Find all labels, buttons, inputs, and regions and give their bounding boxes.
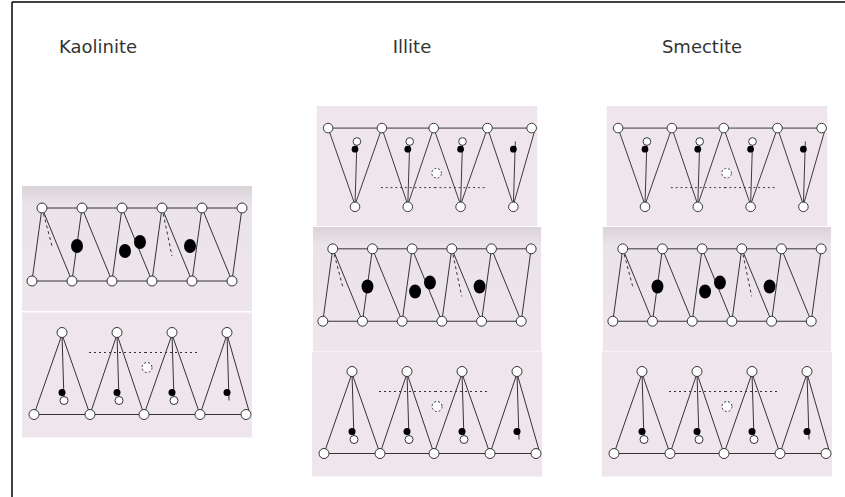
mineral-title: Illite xyxy=(393,36,431,58)
tetrahedral-sheet xyxy=(607,106,828,226)
frame-line xyxy=(11,2,13,497)
tetrahedral-sheet xyxy=(602,352,832,477)
octahedral-sheet xyxy=(22,186,252,311)
mineral-title: Smectite xyxy=(662,36,742,58)
tetrahedral-sheet xyxy=(22,313,252,438)
octahedral-sheet xyxy=(603,227,831,351)
tetrahedral-sheet xyxy=(312,352,542,477)
tetrahedral-sheet xyxy=(317,106,538,226)
mineral-title: Kaolinite xyxy=(59,36,137,58)
octahedral-sheet xyxy=(313,227,541,351)
frame-line xyxy=(12,1,845,3)
